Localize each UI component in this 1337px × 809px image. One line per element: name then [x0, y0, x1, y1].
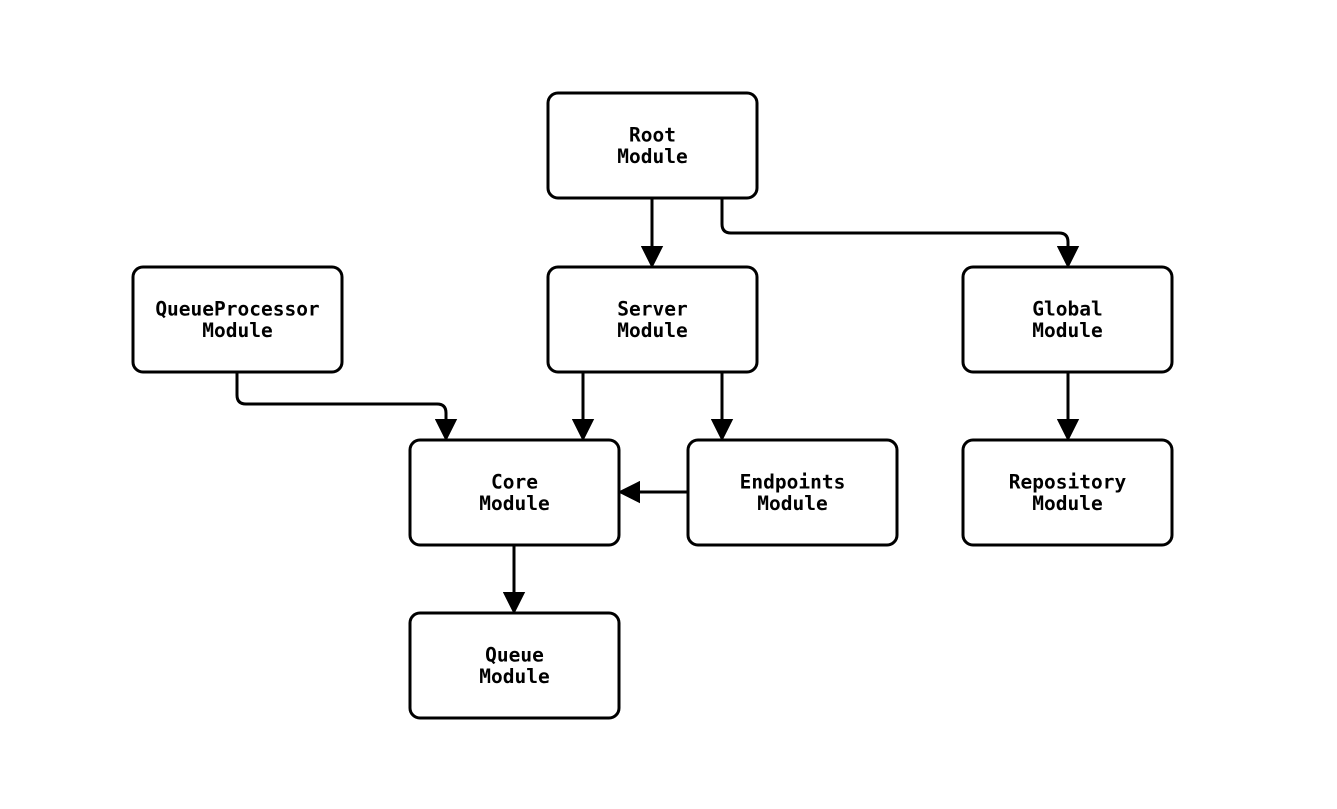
edge-queueprocessor-to-core: [235, 372, 458, 442]
node-queueprocessor-box: [131, 265, 344, 374]
node-repository-box: [961, 438, 1174, 547]
node-global-box: [961, 265, 1174, 374]
node-endpoints-box: [686, 438, 899, 547]
node-queue-box: [408, 611, 621, 720]
node-core-box: [408, 438, 621, 547]
node-root-box: [546, 91, 759, 200]
node-server-box: [546, 265, 759, 374]
edge-root-to-global: [720, 198, 1080, 269]
